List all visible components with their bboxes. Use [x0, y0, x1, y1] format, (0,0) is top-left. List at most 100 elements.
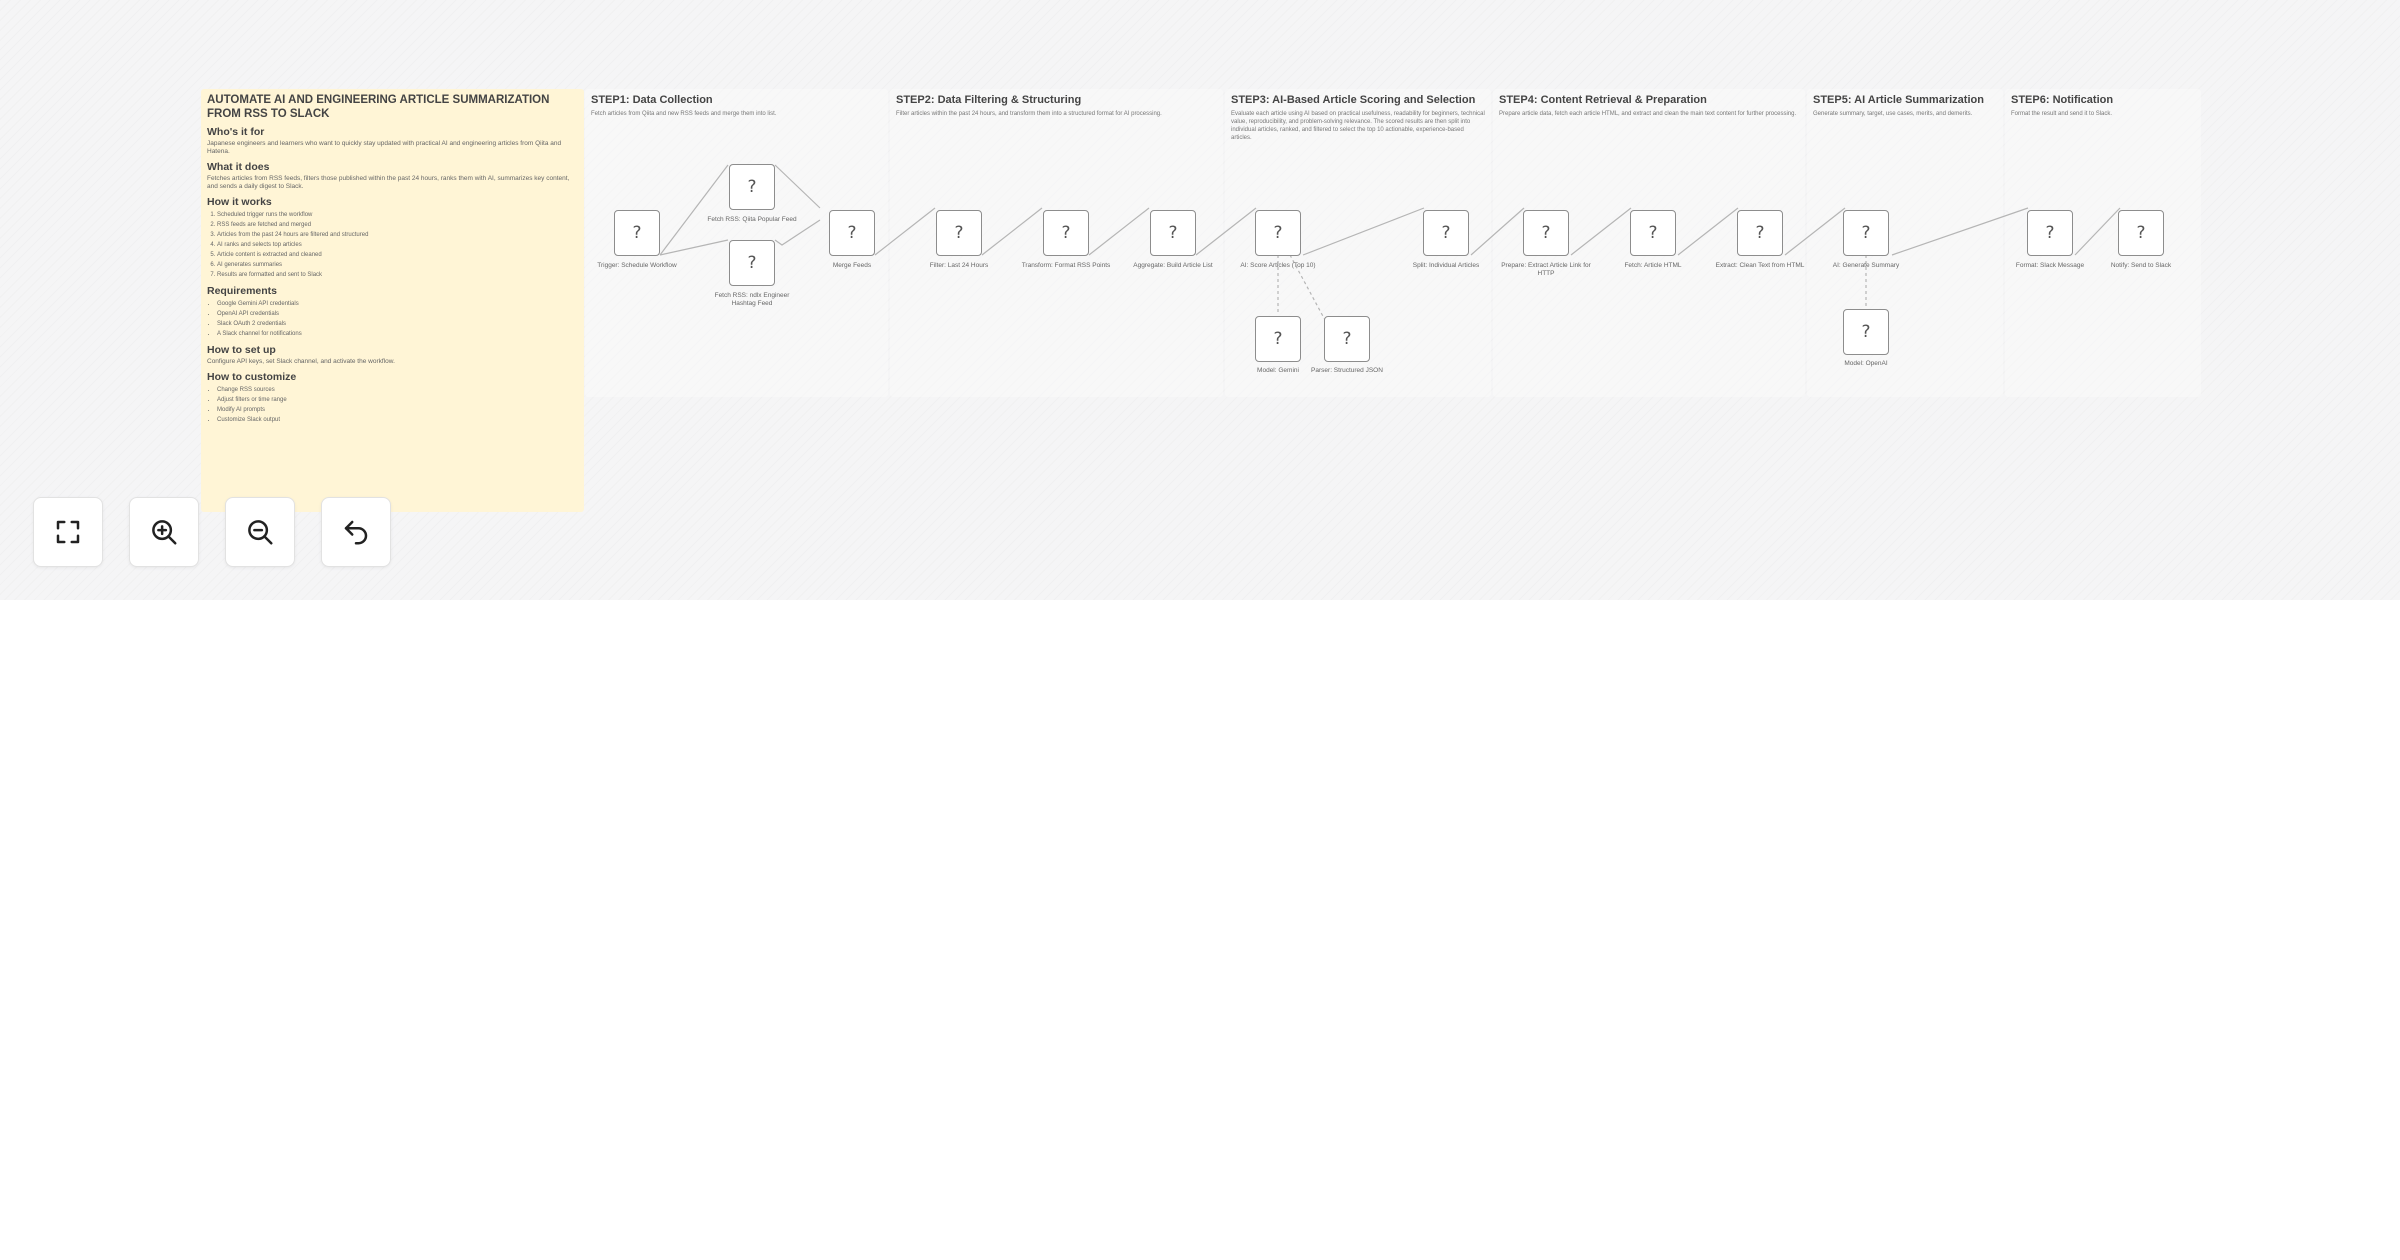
unknown-node-icon: ?	[847, 223, 857, 243]
note-text-whos-it-for: Japanese engineers and learners who want…	[207, 140, 562, 155]
aggregate-list-node[interactable]: ?	[1150, 210, 1196, 256]
note-text-what-it-does: Fetches articles from RSS feeds, filters…	[207, 175, 570, 190]
note-heading-how-to-set-up: How to set up	[207, 344, 276, 356]
note-heading-what-it-does: What it does	[207, 161, 270, 173]
step1-description: Fetch articles from Qiita and new RSS fe…	[591, 111, 777, 117]
node-label: Filter: Last 24 Hours	[929, 262, 989, 269]
note-heading-how-it-works: How it works	[207, 196, 272, 208]
trigger-schedule-node[interactable]: ?	[614, 210, 660, 256]
fetch-html-node[interactable]: ?	[1630, 210, 1676, 256]
split-articles-node[interactable]: ?	[1423, 210, 1469, 256]
node-label: Aggregate: Build Article List	[1133, 262, 1213, 269]
how-it-works-list: Scheduled trigger runs the workflow RSS …	[207, 210, 578, 280]
list-item: Change RSS sources	[217, 385, 578, 395]
unknown-node-icon: ?	[1861, 223, 1871, 243]
node-label: Prepare: Extract Article Link for HTTP	[1501, 262, 1591, 277]
note-heading-requirements: Requirements	[207, 285, 278, 297]
unknown-node-icon: ?	[1755, 223, 1765, 243]
node-label: Fetch RSS: ndlx Engineer Hashtag Feed	[714, 292, 790, 307]
node-label: Extract: Clean Text from HTML	[1715, 262, 1805, 269]
unknown-node-icon: ?	[747, 253, 757, 273]
unknown-node-icon: ?	[747, 177, 757, 197]
unknown-node-icon: ?	[1441, 223, 1451, 243]
list-item: RSS feeds are fetched and merged	[217, 220, 578, 230]
node-label: Split: Individual Articles	[1412, 262, 1480, 269]
step3-title: STEP3: AI-Based Article Scoring and Sele…	[1231, 94, 1476, 106]
step5-sticky-note[interactable]: STEP5: AI Article Summarization Generate…	[1807, 89, 2003, 397]
list-item: Customize Slack output	[217, 415, 578, 425]
zoom-out-button[interactable]	[225, 497, 295, 567]
unknown-node-icon: ?	[632, 223, 642, 243]
list-item: Slack OAuth 2 credentials	[217, 319, 578, 329]
fit-view-button[interactable]	[33, 497, 103, 567]
format-slack-node[interactable]: ?	[2027, 210, 2073, 256]
node-label: Fetch RSS: Qiita Popular Feed	[707, 216, 797, 223]
filter-24h-node[interactable]: ?	[936, 210, 982, 256]
unknown-node-icon: ?	[1168, 223, 1178, 243]
reset-zoom-button[interactable]	[321, 497, 391, 567]
list-item: Article content is extracted and cleaned	[217, 250, 578, 260]
unknown-node-icon: ?	[954, 223, 964, 243]
note-title: AUTOMATE AI AND ENGINEERING ARTICLE SUMM…	[207, 94, 550, 120]
model-openai-node[interactable]: ?	[1843, 309, 1889, 355]
transform-format-node[interactable]: ?	[1043, 210, 1089, 256]
ai-score-articles-node[interactable]: ?	[1255, 210, 1301, 256]
unknown-node-icon: ?	[1648, 223, 1658, 243]
list-item: OpenAI API credentials	[217, 309, 578, 319]
extract-text-node[interactable]: ?	[1737, 210, 1783, 256]
unknown-node-icon: ?	[1541, 223, 1551, 243]
step6-title: STEP6: Notification	[2011, 94, 2114, 106]
ai-summary-node[interactable]: ?	[1843, 210, 1889, 256]
list-item: Articles from the past 24 hours are filt…	[217, 230, 578, 240]
step3-description: Evaluate each article using AI based on …	[1231, 111, 1485, 141]
fullscreen-icon	[56, 520, 80, 544]
node-label: Model: OpenAI	[1844, 360, 1888, 367]
step1-title: STEP1: Data Collection	[591, 94, 713, 106]
step5-description: Generate summary, target, use cases, mer…	[1813, 111, 1973, 117]
step4-title: STEP4: Content Retrieval & Preparation	[1499, 94, 1707, 106]
notify-slack-node[interactable]: ?	[2118, 210, 2164, 256]
zoom-in-button[interactable]	[129, 497, 199, 567]
parser-json-node[interactable]: ?	[1324, 316, 1370, 362]
note-heading-whos-it-for: Who's it for	[207, 126, 265, 138]
unknown-node-icon: ?	[1861, 322, 1871, 342]
list-item: Results are formatted and sent to Slack	[217, 270, 578, 280]
node-label: Notify: Send to Slack	[2110, 262, 2172, 269]
node-label: AI: Score Articles (Top 10)	[1240, 262, 1316, 269]
unknown-node-icon: ?	[1061, 223, 1071, 243]
step5-title: STEP5: AI Article Summarization	[1813, 94, 1984, 106]
fetch-rss-engineer-node[interactable]: ?	[729, 240, 775, 286]
node-label: Fetch: Article HTML	[1624, 262, 1682, 269]
list-item: AI generates summaries	[217, 260, 578, 270]
node-label: Merge Feeds	[832, 262, 872, 269]
workflow-canvas[interactable]: AUTOMATE AI AND ENGINEERING ARTICLE SUMM…	[0, 0, 2400, 600]
list-item: Google Gemini API credentials	[217, 299, 578, 309]
merge-feeds-node[interactable]: ?	[829, 210, 875, 256]
intro-sticky-note[interactable]: AUTOMATE AI AND ENGINEERING ARTICLE SUMM…	[201, 89, 584, 512]
step4-description: Prepare article data, fetch each article…	[1499, 111, 1797, 117]
node-label: AI: Generate Summary	[1832, 262, 1900, 269]
unknown-node-icon: ?	[1273, 329, 1283, 349]
fetch-rss-qiita-node[interactable]: ?	[729, 164, 775, 210]
node-label: Model: Gemini	[1257, 367, 1299, 374]
model-gemini-node[interactable]: ?	[1255, 316, 1301, 362]
list-item: Scheduled trigger runs the workflow	[217, 210, 578, 220]
unknown-node-icon: ?	[1273, 223, 1283, 243]
step2-description: Filter articles within the past 24 hours…	[896, 111, 1162, 117]
list-item: AI ranks and selects top articles	[217, 240, 578, 250]
step2-title: STEP2: Data Filtering & Structuring	[896, 94, 1082, 106]
node-label: Transform: Format RSS Points	[1021, 262, 1111, 269]
list-item: Adjust filters or time range	[217, 395, 578, 405]
undo-icon	[344, 520, 368, 545]
zoom-out-icon	[248, 520, 273, 545]
step6-description: Format the result and send it to Slack.	[2011, 111, 2113, 117]
note-text-how-to-set-up: Configure API keys, set Slack channel, a…	[207, 358, 395, 365]
prepare-link-node[interactable]: ?	[1523, 210, 1569, 256]
list-item: Modify AI prompts	[217, 405, 578, 415]
unknown-node-icon: ?	[2045, 223, 2055, 243]
how-to-customize-list: Change RSS sources Adjust filters or tim…	[207, 385, 578, 425]
node-label: Format: Slack Message	[2015, 262, 2085, 269]
unknown-node-icon: ?	[1342, 329, 1352, 349]
list-item: A Slack channel for notifications	[217, 329, 578, 339]
node-label: Parser: Structured JSON	[1311, 367, 1383, 374]
